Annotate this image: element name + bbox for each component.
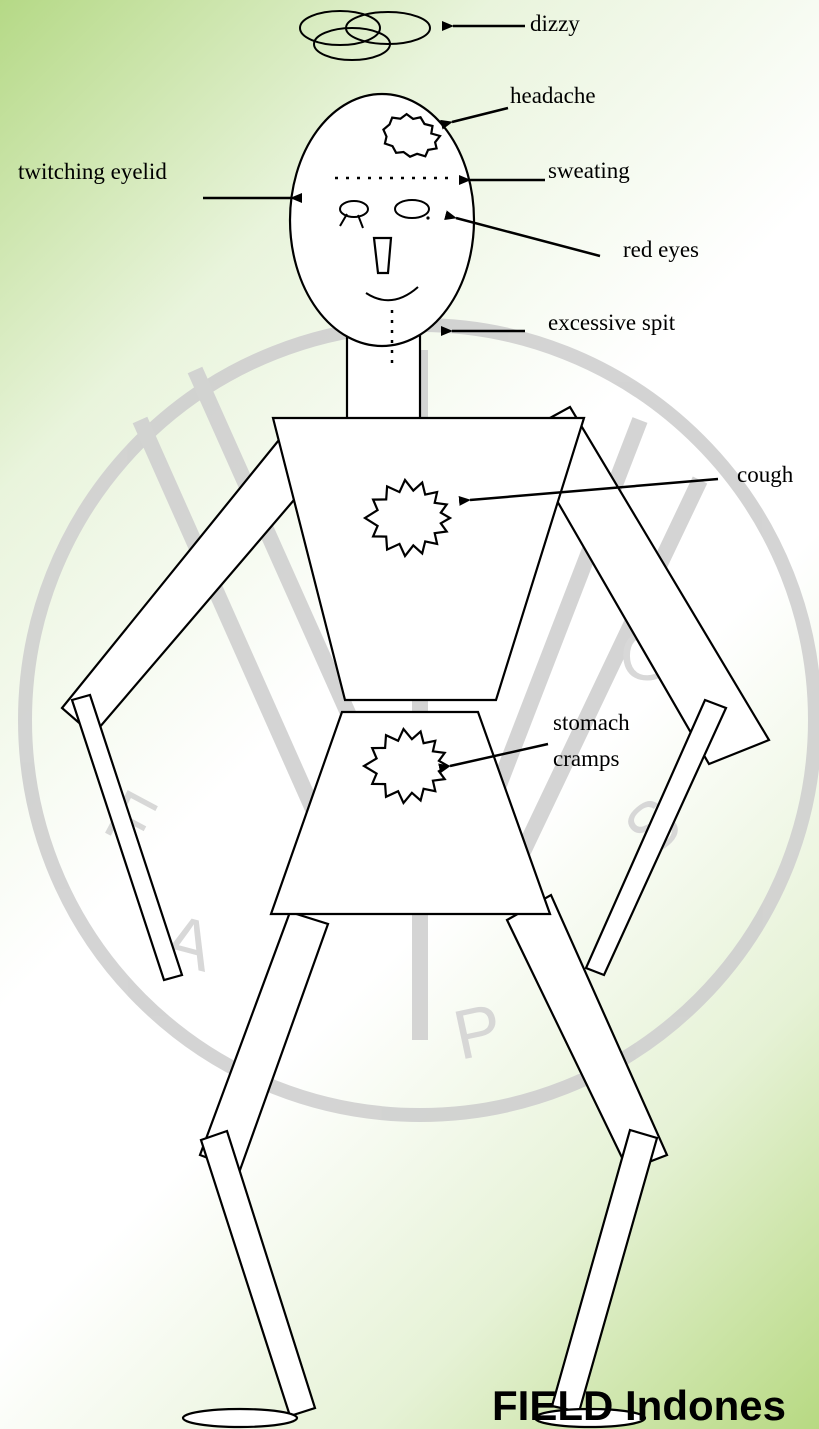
watermark-letter: P: [447, 989, 509, 1075]
headache-arrow: [452, 108, 508, 122]
label-cramps: cramps: [553, 746, 619, 771]
red-eyes-arrow: [456, 218, 600, 256]
right-thigh: [507, 895, 667, 1170]
left-thigh: [200, 912, 328, 1170]
label-headache: headache: [510, 83, 596, 108]
label-stomach: stomach: [553, 710, 630, 735]
nose: [374, 238, 391, 273]
head: [290, 94, 474, 346]
right-shin: [552, 1130, 657, 1412]
left-foot: [183, 1409, 297, 1427]
right-forearm: [586, 700, 726, 975]
field-indonesia-brand: FIELD Indones: [492, 1382, 786, 1429]
dizzy-rings-icon: [300, 11, 430, 60]
label-sweating: sweating: [548, 158, 630, 183]
label-dizzy: dizzy: [530, 11, 580, 36]
label-twitching-eyelid: twitching eyelid: [18, 159, 167, 184]
label-cough: cough: [737, 462, 794, 487]
label-red-eyes: red eyes: [623, 237, 699, 262]
left-shin: [201, 1131, 315, 1416]
label-excessive-spit: excessive spit: [548, 310, 676, 335]
